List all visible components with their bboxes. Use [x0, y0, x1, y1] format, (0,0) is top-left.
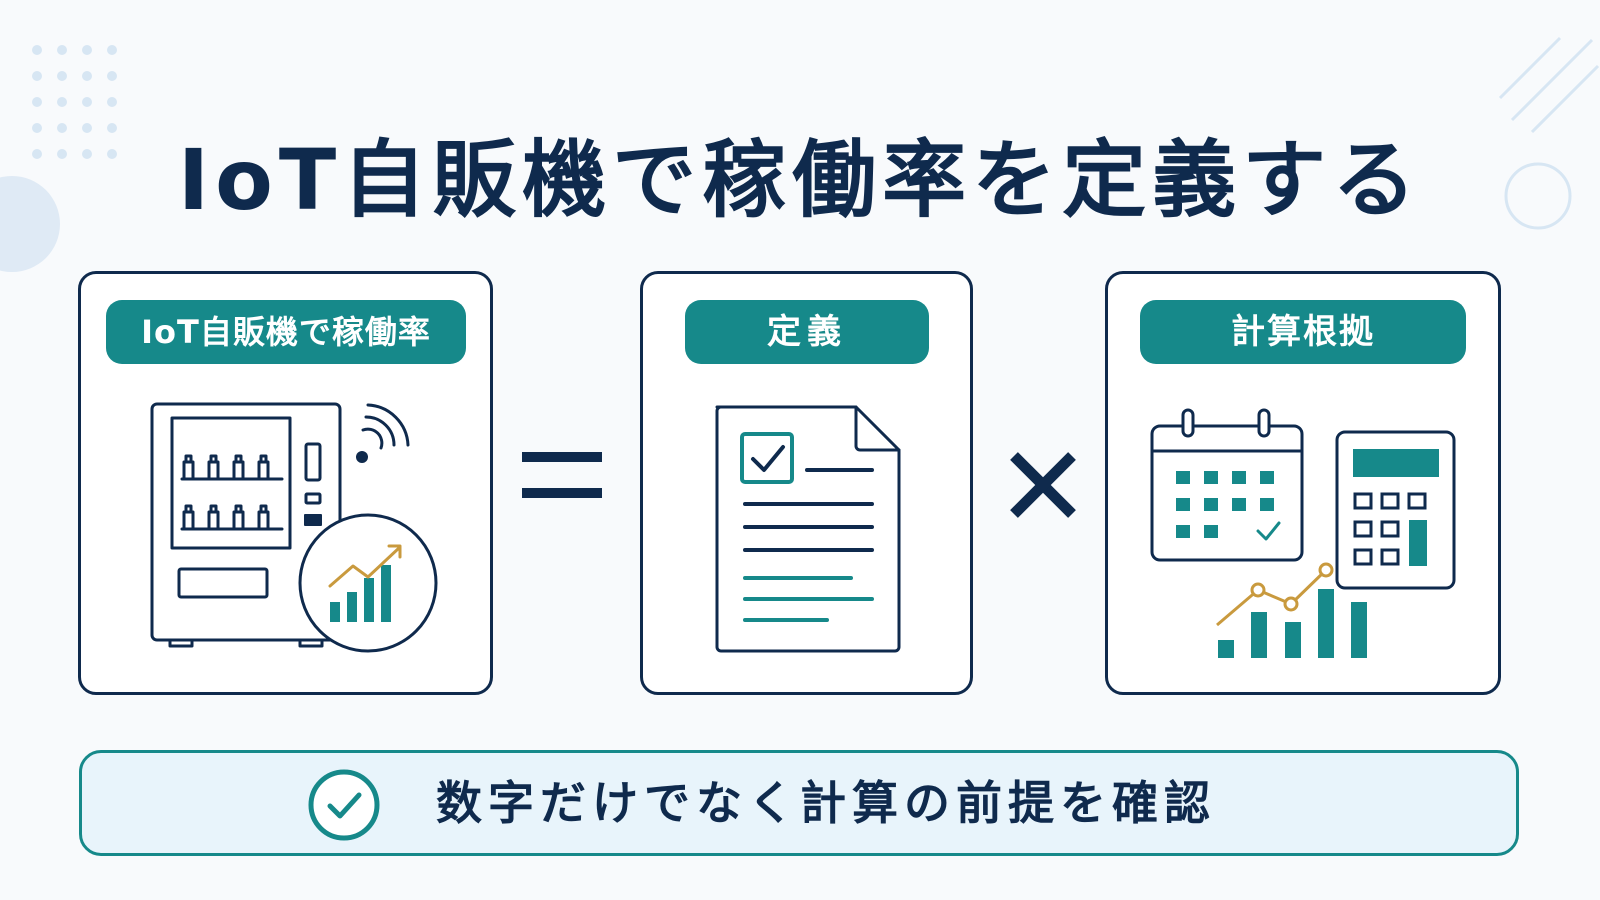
- stripe-decoration: [1498, 36, 1600, 134]
- times-icon: [1010, 452, 1076, 518]
- equals-icon: [522, 452, 602, 498]
- calendar-calculator-chart-icon: [1150, 408, 1456, 658]
- vending-machine-icon: [150, 402, 438, 653]
- card-calculation-basis: 計算根拠: [1105, 271, 1501, 695]
- card-definition: 定義: [640, 271, 973, 695]
- key-message-text: 数字だけでなく計算の前提を確認: [436, 776, 1216, 830]
- card-label: IoT自販機で稼働率: [106, 300, 466, 364]
- card-iot-vending: IoT自販機で稼働率: [78, 271, 493, 695]
- page-title: IoT自販機で稼働率を定義する: [177, 131, 1423, 230]
- check-circle-icon: [308, 769, 380, 841]
- document-checklist-icon: [715, 405, 901, 653]
- card-label: 定義: [685, 300, 929, 364]
- card-label: 計算根拠: [1140, 300, 1466, 364]
- key-message-banner: 数字だけでなく計算の前提を確認: [79, 750, 1519, 856]
